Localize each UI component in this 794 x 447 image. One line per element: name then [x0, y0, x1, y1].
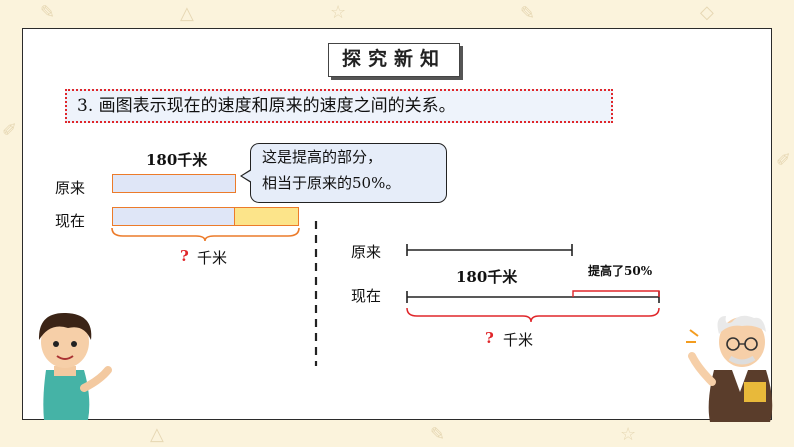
speech-bubble: 这是提高的部分， 相当于原来的50%。 [250, 143, 447, 203]
background-doodle: ✐ [2, 120, 18, 141]
right-row1-label: 原来 [351, 243, 382, 261]
background-doodle: ☆ [620, 424, 637, 445]
bubble-tail-fill [242, 170, 252, 182]
original-bar [112, 174, 236, 193]
background-doodle: △ [150, 424, 164, 445]
background-doodle: ✎ [40, 2, 56, 23]
increase-bar [234, 207, 299, 226]
left-bottom-brace [111, 227, 300, 242]
right-segment-diagram [406, 244, 660, 323]
current-bar [112, 207, 236, 226]
background-doodle: ✐ [776, 150, 792, 171]
background-doodle: ☆ [330, 2, 347, 23]
left-row1-label: 原来 [55, 179, 86, 197]
question-box: 3. 画图表示现在的速度和原来的速度之间的关系。 [65, 89, 613, 123]
left-unknown-mark: ? [180, 247, 189, 265]
section-divider [314, 221, 318, 366]
right-unknown-unit: 千米 [503, 331, 534, 349]
lesson-card: 探究新知 3. 画图表示现在的速度和原来的速度之间的关系。 180千米 原来 现… [22, 28, 772, 420]
teacher-illustration [686, 315, 773, 422]
background-doodle: △ [180, 3, 194, 24]
increase-label: 提高了50% [588, 264, 653, 278]
boy-illustration [38, 312, 112, 420]
background-doodle: ✎ [520, 3, 536, 24]
left-row2-label: 现在 [55, 212, 86, 230]
background-doodle: ✎ [430, 424, 446, 445]
right-row2-label: 现在 [351, 287, 382, 305]
right-mid-value: 180千米 [456, 268, 518, 286]
bubble-line-1: 这是提高的部分， [262, 148, 383, 166]
background-doodle: ◇ [700, 2, 714, 23]
section-heading: 探究新知 [328, 43, 460, 77]
section-heading-text: 探究新知 [341, 48, 446, 70]
left-unknown-unit: 千米 [197, 249, 228, 267]
bubble-line-2: 相当于原来的50%。 [262, 174, 401, 192]
left-top-value: 180千米 [146, 151, 208, 169]
question-text: 3. 画图表示现在的速度和原来的速度之间的关系。 [77, 96, 456, 116]
right-unknown-mark: ? [485, 329, 494, 347]
